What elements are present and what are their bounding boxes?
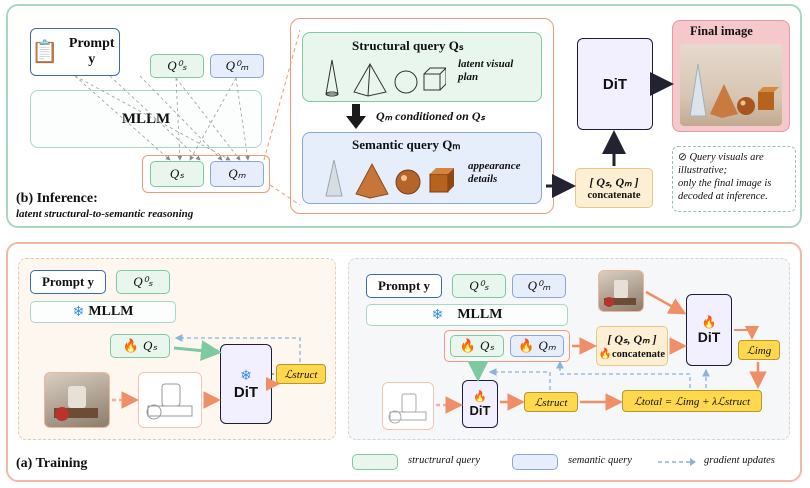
trainable-flame-icon: 🔥 xyxy=(473,390,487,403)
train-right-query-group xyxy=(444,330,570,362)
train-left-qs0: Q⁰ₛ xyxy=(116,270,170,294)
train-left-prompt: Prompt y xyxy=(30,270,106,294)
inference-mllm-box: MLLM xyxy=(30,90,262,148)
inference-prompt-box: 📋 Prompt y xyxy=(30,28,120,76)
wireframe-shapes-illustration xyxy=(325,59,446,97)
inference-qs0: Q⁰ₛ xyxy=(150,54,204,78)
trainable-flame-icon: 🔥 xyxy=(459,338,476,354)
no-entry-icon: ⊘ xyxy=(678,151,687,163)
inference-output-queries xyxy=(142,155,270,193)
trainable-flame-icon: 🔥 xyxy=(122,338,139,354)
train-right-mllm: ❄ MLLM xyxy=(366,304,568,326)
prompt-label: Prompt y xyxy=(68,36,115,67)
train-right-dit-top: 🔥 DiT xyxy=(686,294,732,366)
train-right-concat: [ Qₛ, Qₘ ] 🔥concatenate xyxy=(596,326,668,366)
frozen-icon: ❄ xyxy=(240,367,252,384)
inference-connectors xyxy=(74,29,674,206)
final-image-label: Final image xyxy=(690,24,753,38)
inference-concat-box: [ Qₛ, Qₘ ] concatenate xyxy=(575,168,653,208)
train-left-mllm: ❄ MLLM xyxy=(30,301,176,323)
frozen-icon: ❄ xyxy=(431,307,444,323)
train-right-qm: 🔥 Qₘ xyxy=(510,335,564,357)
train-left-sketch xyxy=(138,372,202,428)
inference-qm0: Q⁰ₘ xyxy=(210,54,264,78)
train-right-photo-objects xyxy=(604,280,636,307)
train-right-sketch xyxy=(382,382,434,430)
train-left-dit: ❄ DiT xyxy=(220,344,272,424)
trainable-flame-icon: 🔥 xyxy=(518,338,535,354)
train-right-qm0: Q⁰ₘ xyxy=(512,274,566,298)
train-left-photo-objects xyxy=(54,386,98,421)
legend-structural-swatch xyxy=(352,454,398,470)
legend-gradient-label: gradient updates xyxy=(704,455,775,466)
semantic-query-title: Semantic query Qₘ xyxy=(352,137,461,152)
inference-panel-title: (b) Inference: xyxy=(16,191,98,206)
inference-qs: Qₛ xyxy=(150,161,204,187)
rendered-shapes-illustration xyxy=(325,159,454,199)
train-right-connectors xyxy=(436,290,767,414)
inference-panel-subtitle: latent structural-to-semantic reasoning xyxy=(16,208,194,220)
document-icon: 📋 xyxy=(31,39,59,65)
train-right-dit-bottom: 🔥 DiT xyxy=(462,380,498,428)
inference-qm: Qₘ xyxy=(210,161,264,187)
training-panel-title: (a) Training xyxy=(16,456,88,471)
frozen-icon: ❄ xyxy=(72,304,85,320)
semantic-note: appearance details xyxy=(468,160,521,185)
legend-structural-label: structrural query xyxy=(408,455,481,466)
train-left-connectors xyxy=(112,334,301,409)
structural-note: latent visual plan xyxy=(458,58,514,83)
train-right-loss-total: ℒtotal = ℒimg + λℒstruct xyxy=(622,390,762,412)
structural-query-box xyxy=(302,32,542,102)
train-right-loss-struct: ℒstruct xyxy=(524,392,578,412)
train-left-sketch-objects xyxy=(146,383,193,420)
train-left-qs: 🔥 Qₛ xyxy=(110,334,170,358)
legend-semantic-label: semantic query xyxy=(568,455,632,466)
inference-dit-block: DiT xyxy=(577,38,653,130)
trainable-flame-icon: 🔥 xyxy=(598,348,612,360)
train-right-loss-img: ℒimg xyxy=(738,340,780,360)
train-left-loss-struct: ℒstruct xyxy=(276,364,326,384)
trainable-flame-icon: 🔥 xyxy=(701,315,717,329)
final-image-shapes xyxy=(689,63,779,118)
legend-gradient-arrow xyxy=(658,458,696,466)
train-right-qs0: Q⁰ₛ xyxy=(452,274,506,298)
conditioning-arrow xyxy=(346,104,366,129)
semantic-query-box xyxy=(302,132,542,204)
train-right-prompt: Prompt y xyxy=(366,274,442,298)
train-right-sketch-objects xyxy=(388,393,427,424)
train-right-qs: 🔥 Qₛ xyxy=(450,335,504,357)
illustrative-note: ⊘ Query visuals are illustrative; only t… xyxy=(672,146,796,212)
conditioned-label: Qₘ conditioned on Qₛ xyxy=(376,109,485,123)
legend-semantic-swatch xyxy=(512,454,558,470)
structural-query-title: Structural query Qₛ xyxy=(352,38,464,53)
